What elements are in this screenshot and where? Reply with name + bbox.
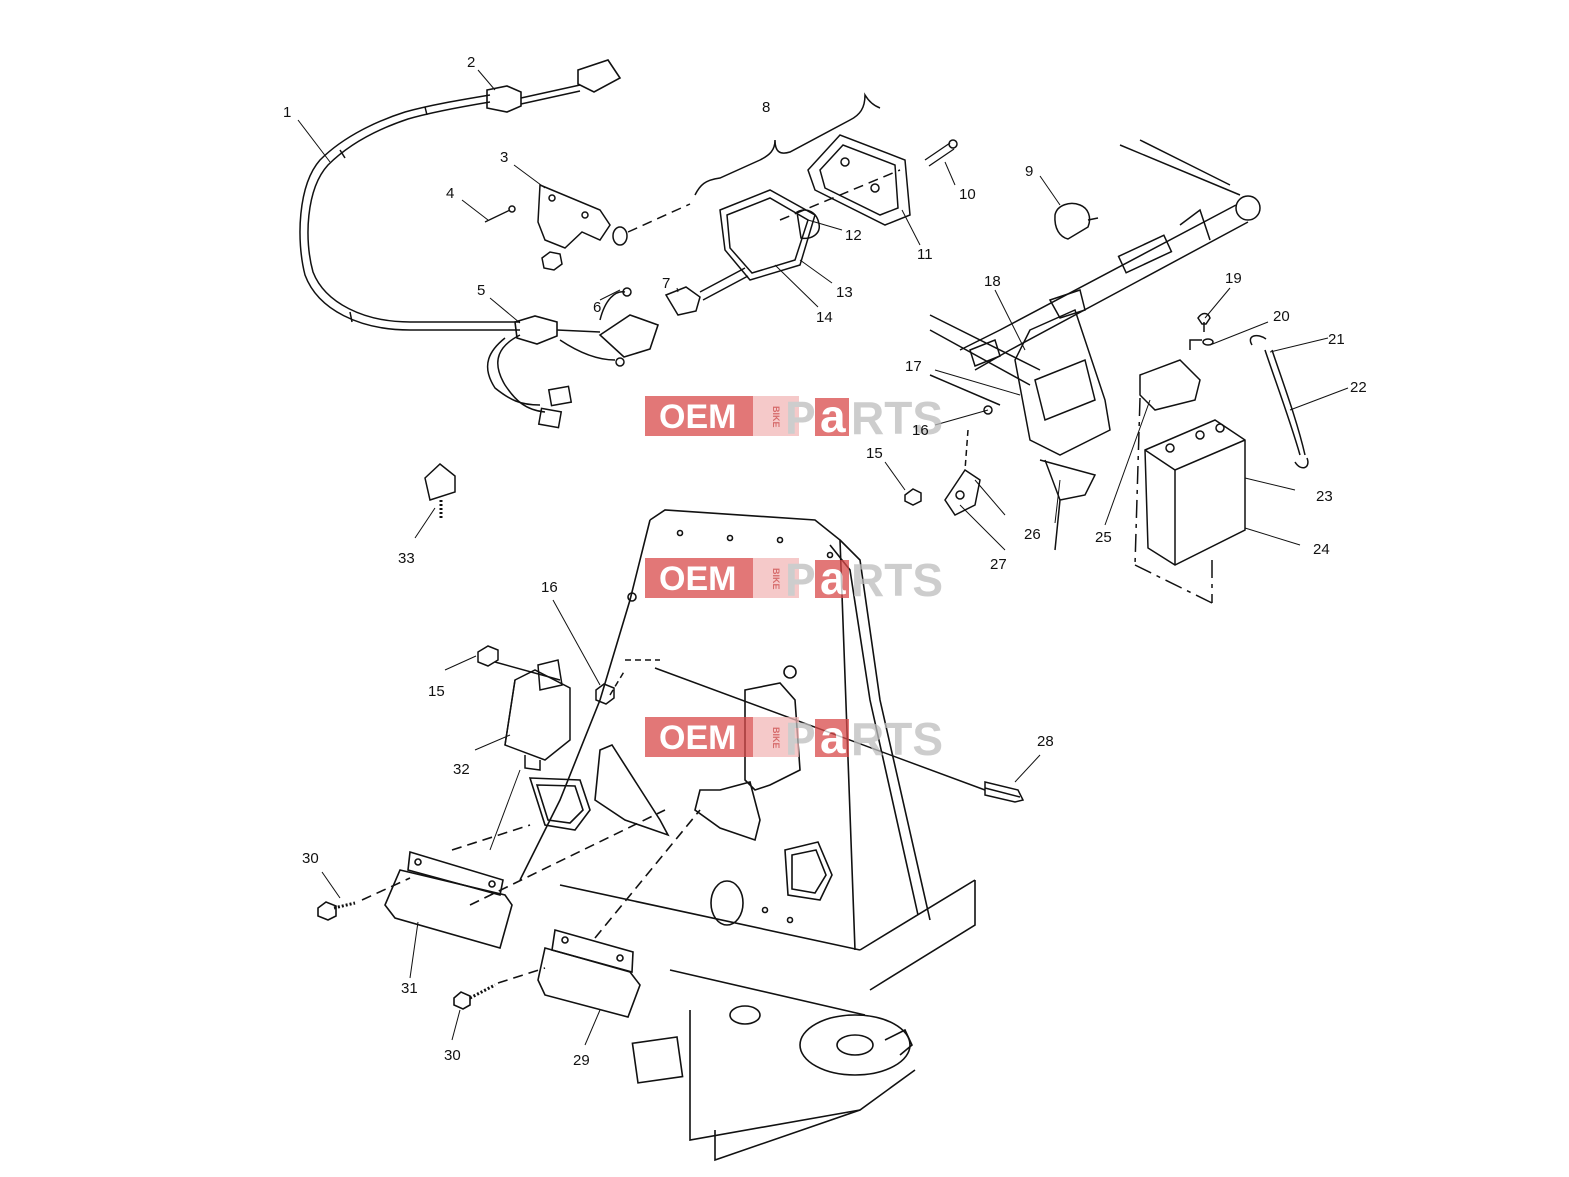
callout-label: 26: [1024, 526, 1041, 543]
callout-label: 15: [866, 445, 883, 462]
watermark-a-box: [815, 560, 849, 598]
callout-label: 7: [662, 275, 670, 292]
callout-label: 29: [573, 1052, 590, 1069]
watermark-bike: BIKE: [771, 406, 781, 428]
watermark-a: a: [820, 552, 846, 604]
callout-label: 17: [905, 358, 922, 375]
watermark-oem-box: [645, 717, 753, 757]
callout-label: 5: [477, 282, 485, 299]
watermark-a-box: [815, 719, 849, 757]
watermark-p: P: [785, 713, 816, 765]
callout-label: 31: [401, 980, 418, 997]
reflectors: [317, 809, 701, 1018]
watermark-1: OEM BIKE P a RTS: [645, 390, 943, 444]
callout-label: 30: [302, 850, 319, 867]
callout-label: 27: [990, 556, 1007, 573]
callout-label: 16: [541, 579, 558, 596]
watermark-p: P: [785, 554, 816, 606]
watermark-a-box: [815, 398, 849, 436]
callout-label: 19: [1225, 270, 1242, 287]
watermark-2: OEM BIKE P a RTS: [645, 552, 943, 606]
callout-label: 25: [1095, 529, 1112, 546]
main-panel: [519, 509, 976, 1162]
bolt-33: [424, 463, 456, 520]
watermark-bike-box: [753, 558, 799, 598]
callout-label: 2: [467, 54, 475, 71]
callout-label: 20: [1273, 308, 1290, 325]
callout-label: 15: [428, 683, 445, 700]
callout-labels: 1 2 3 4 5 6 7 8 9 10 11 12 13 14 18 19 2…: [283, 54, 1367, 1069]
watermark-bike: BIKE: [771, 568, 781, 590]
watermark-oem: OEM: [659, 398, 736, 436]
callout-label: 28: [1037, 733, 1054, 750]
watermark-oem: OEM: [659, 560, 736, 598]
callout-label: 21: [1328, 331, 1345, 348]
watermark-a: a: [820, 711, 846, 763]
watermark-bike-box: [753, 396, 799, 436]
watermark-rts: RTS: [851, 554, 943, 606]
watermark-p: P: [785, 392, 816, 444]
switch-part: [1054, 202, 1099, 240]
callout-label: 8: [762, 99, 770, 116]
callout-label: 30: [444, 1047, 461, 1064]
callout-label: 12: [845, 227, 862, 244]
watermark-oem-box: [645, 558, 753, 598]
watermark-a: a: [820, 390, 846, 442]
taillight-assembly: [484, 92, 958, 316]
watermark-oem-box: [645, 396, 753, 436]
callout-label: 33: [398, 550, 415, 567]
callout-label: 16: [912, 422, 929, 439]
watermark-oem: OEM: [659, 719, 736, 757]
callout-label: 3: [500, 149, 508, 166]
callout-label: 32: [453, 761, 470, 778]
wiring-harness: [299, 59, 660, 429]
frame-upper: [904, 139, 1309, 604]
callout-label: 1: [283, 104, 291, 121]
callout-label: 23: [1316, 488, 1333, 505]
callout-label: 14: [816, 309, 833, 326]
watermark-bike-box: [753, 717, 799, 757]
callout-label: 11: [917, 246, 933, 263]
callout-label: 4: [446, 185, 454, 202]
callout-label: 6: [593, 299, 601, 316]
watermark-rts: RTS: [851, 392, 943, 444]
watermark: OEM BIKE P a RTS OEM BIKE P a RTS OEM BI…: [645, 390, 943, 765]
callout-label: 9: [1025, 163, 1033, 180]
callout-label: 24: [1313, 541, 1330, 558]
callout-label: 18: [984, 273, 1001, 290]
callout-label: 22: [1350, 379, 1367, 396]
watermark-3: OEM BIKE P a RTS: [645, 711, 943, 765]
callout-label: 13: [836, 284, 853, 301]
watermark-bike: BIKE: [771, 727, 781, 749]
watermark-rts: RTS: [851, 713, 943, 765]
leader-lines: [297, 69, 1349, 1046]
callout-label: 10: [959, 186, 976, 203]
